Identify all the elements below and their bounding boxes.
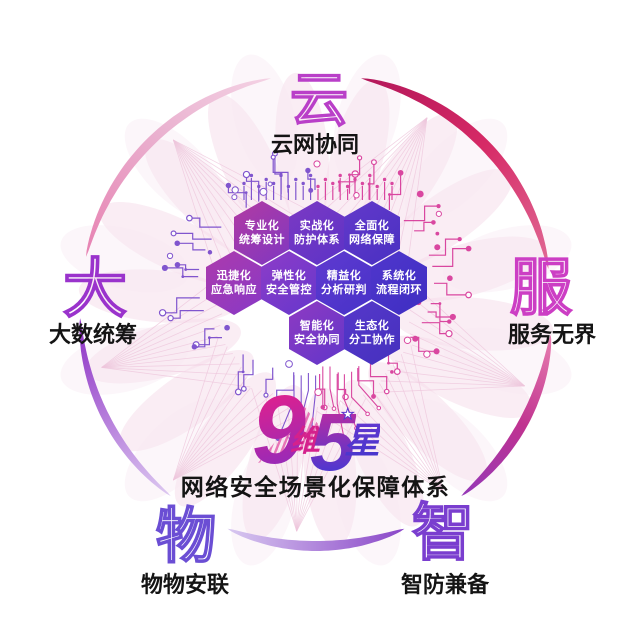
star-icon: ★ (340, 406, 355, 424)
hexagon-line1: 专业化 (244, 219, 280, 232)
hexagon-line2: 应急响应 (211, 284, 257, 296)
intel-wireframe-char: 智 (411, 498, 475, 569)
main-title: 网络安全场景化保障体系 (180, 474, 451, 500)
hexagon-comprehensive: 全面化 网络保障 (344, 201, 400, 265)
logo-char-wei: 维 (290, 425, 320, 458)
iot-label: 物物安联 (140, 572, 229, 597)
iot-wireframe-char: 物 (155, 502, 217, 571)
hexagon-combat: 实战化 防护体系 (289, 201, 345, 265)
hexagon-line2: 防护体系 (294, 234, 340, 246)
hexagon-line2: 安全管控 (266, 284, 312, 296)
bigdata-label: 大数统筹 (48, 322, 137, 347)
hexagon-line2: 统筹设计 (239, 234, 285, 246)
cloud-label: 云网协同 (270, 132, 359, 157)
logo-digit-9: 9 (252, 375, 306, 484)
logo-char-xing: 星 (344, 412, 380, 464)
hexagon-line2: 分析研判 (321, 284, 367, 296)
hexagon-line2: 流程闭环 (376, 284, 422, 296)
hexagon-line2: 分工协作 (349, 334, 395, 346)
logo-digit-5: 5 (310, 397, 356, 488)
hexagon-line1: 全面化 (354, 219, 390, 232)
hexagon-line1: 实战化 (299, 219, 335, 232)
service-wireframe-char: 服 (509, 253, 573, 324)
intel-label: 智防兼备 (400, 572, 489, 597)
hexagon-line1: 精益化 (326, 269, 362, 282)
hexagon-line2: 网络保障 (349, 234, 395, 246)
hexagon-line1: 系统化 (381, 269, 417, 282)
hexagon-line1: 生态化 (354, 319, 390, 332)
cloud-wireframe-char: 云 (289, 67, 349, 134)
hexagon-line1: 迅捷化 (216, 269, 252, 282)
hexagon-professional: 专业化 统筹设计 (234, 201, 290, 265)
service-label: 服务无界 (507, 322, 596, 347)
hexagon-line1: 弹性化 (271, 269, 307, 282)
bigdata-wireframe-char: 大 (62, 252, 128, 326)
hexagon-line1: 智能化 (299, 319, 335, 332)
hexagon-line2: 安全协同 (294, 334, 340, 346)
